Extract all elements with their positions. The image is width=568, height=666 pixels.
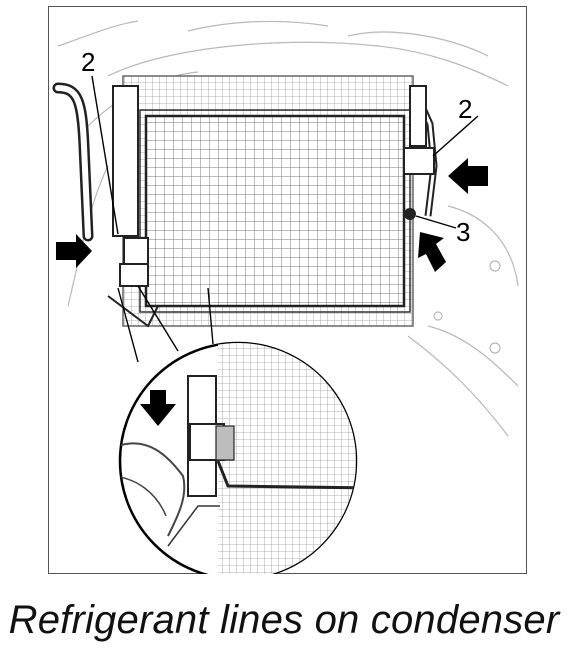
illustration-svg: 2 2 3 bbox=[48, 6, 527, 574]
arrow-right-fitting bbox=[448, 158, 488, 194]
condenser-core bbox=[144, 114, 406, 308]
condenser-illustration: 2 2 3 bbox=[48, 6, 527, 574]
callout-2-right: 2 bbox=[458, 94, 472, 124]
arrow-detail bbox=[140, 390, 176, 426]
arrow-left-fitting bbox=[56, 234, 92, 268]
figure-caption: Refrigerant lines on condenser bbox=[8, 598, 560, 642]
arrow-fitting-3 bbox=[418, 232, 446, 272]
right-line-fitting bbox=[403, 84, 438, 217]
fitting-3-nut bbox=[404, 208, 416, 220]
detail-connector bbox=[117, 285, 214, 363]
callout-3: 3 bbox=[456, 217, 470, 247]
left-line-fitting bbox=[107, 85, 159, 328]
callout-2-left: 2 bbox=[81, 47, 95, 77]
callout-leaders bbox=[91, 75, 479, 235]
arrows bbox=[56, 158, 488, 272]
